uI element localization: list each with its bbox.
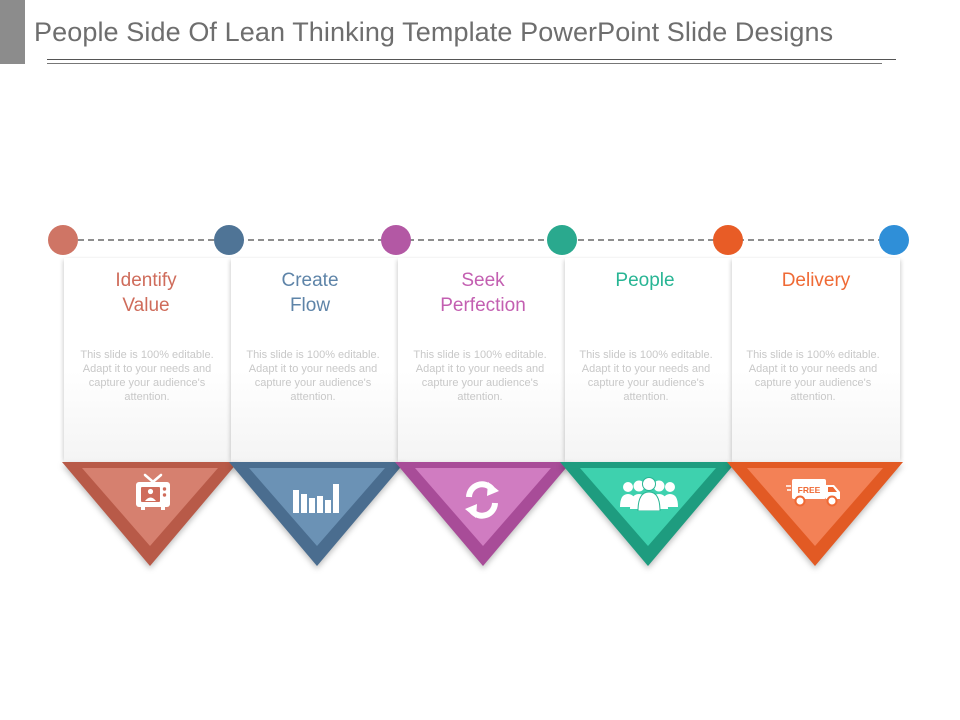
step-title-4: People — [615, 270, 675, 291]
slide-title: People Side Of Lean Thinking Template Po… — [34, 17, 834, 47]
timeline-dot-4 — [547, 225, 577, 255]
step-panel-5 — [732, 258, 900, 463]
step-title-1: Identify Value — [115, 270, 177, 316]
step-desc-1: This slide is 100% editable. Adapt it to… — [80, 349, 214, 403]
step-desc-2: This slide is 100% editable. Adapt it to… — [246, 349, 380, 403]
step-panel-2 — [231, 258, 399, 463]
timeline-dot-5 — [713, 225, 743, 255]
refresh-icon — [461, 479, 503, 526]
step-panel-1 — [64, 258, 232, 463]
delivery-truck-icon-text: FREE — [798, 485, 821, 495]
timeline-dashed-line — [78, 239, 894, 241]
step-desc-4: This slide is 100% editable. Adapt it to… — [579, 349, 713, 403]
title-accent-bar — [0, 0, 25, 64]
step-panel-3 — [398, 258, 566, 463]
tv-icon — [133, 472, 173, 517]
step-panel-4 — [565, 258, 733, 463]
title-underline — [47, 59, 896, 60]
title-underline-secondary — [47, 63, 882, 64]
timeline-dot-1 — [48, 225, 78, 255]
delivery-truck-icon: FREE — [786, 477, 842, 512]
timeline-dot-6 — [879, 225, 909, 255]
bar-chart-icon — [292, 480, 346, 519]
step-title-5: Delivery — [781, 270, 851, 291]
timeline-dot-2 — [214, 225, 244, 255]
step-desc-5: This slide is 100% editable. Adapt it to… — [746, 349, 880, 403]
timeline-dot-3 — [381, 225, 411, 255]
people-group-icon — [619, 477, 679, 516]
step-title-3: Seek Perfection — [440, 270, 526, 316]
step-marker-5 — [727, 462, 903, 572]
step-title-2: Create Flow — [281, 270, 339, 316]
step-desc-3: This slide is 100% editable. Adapt it to… — [413, 349, 547, 403]
